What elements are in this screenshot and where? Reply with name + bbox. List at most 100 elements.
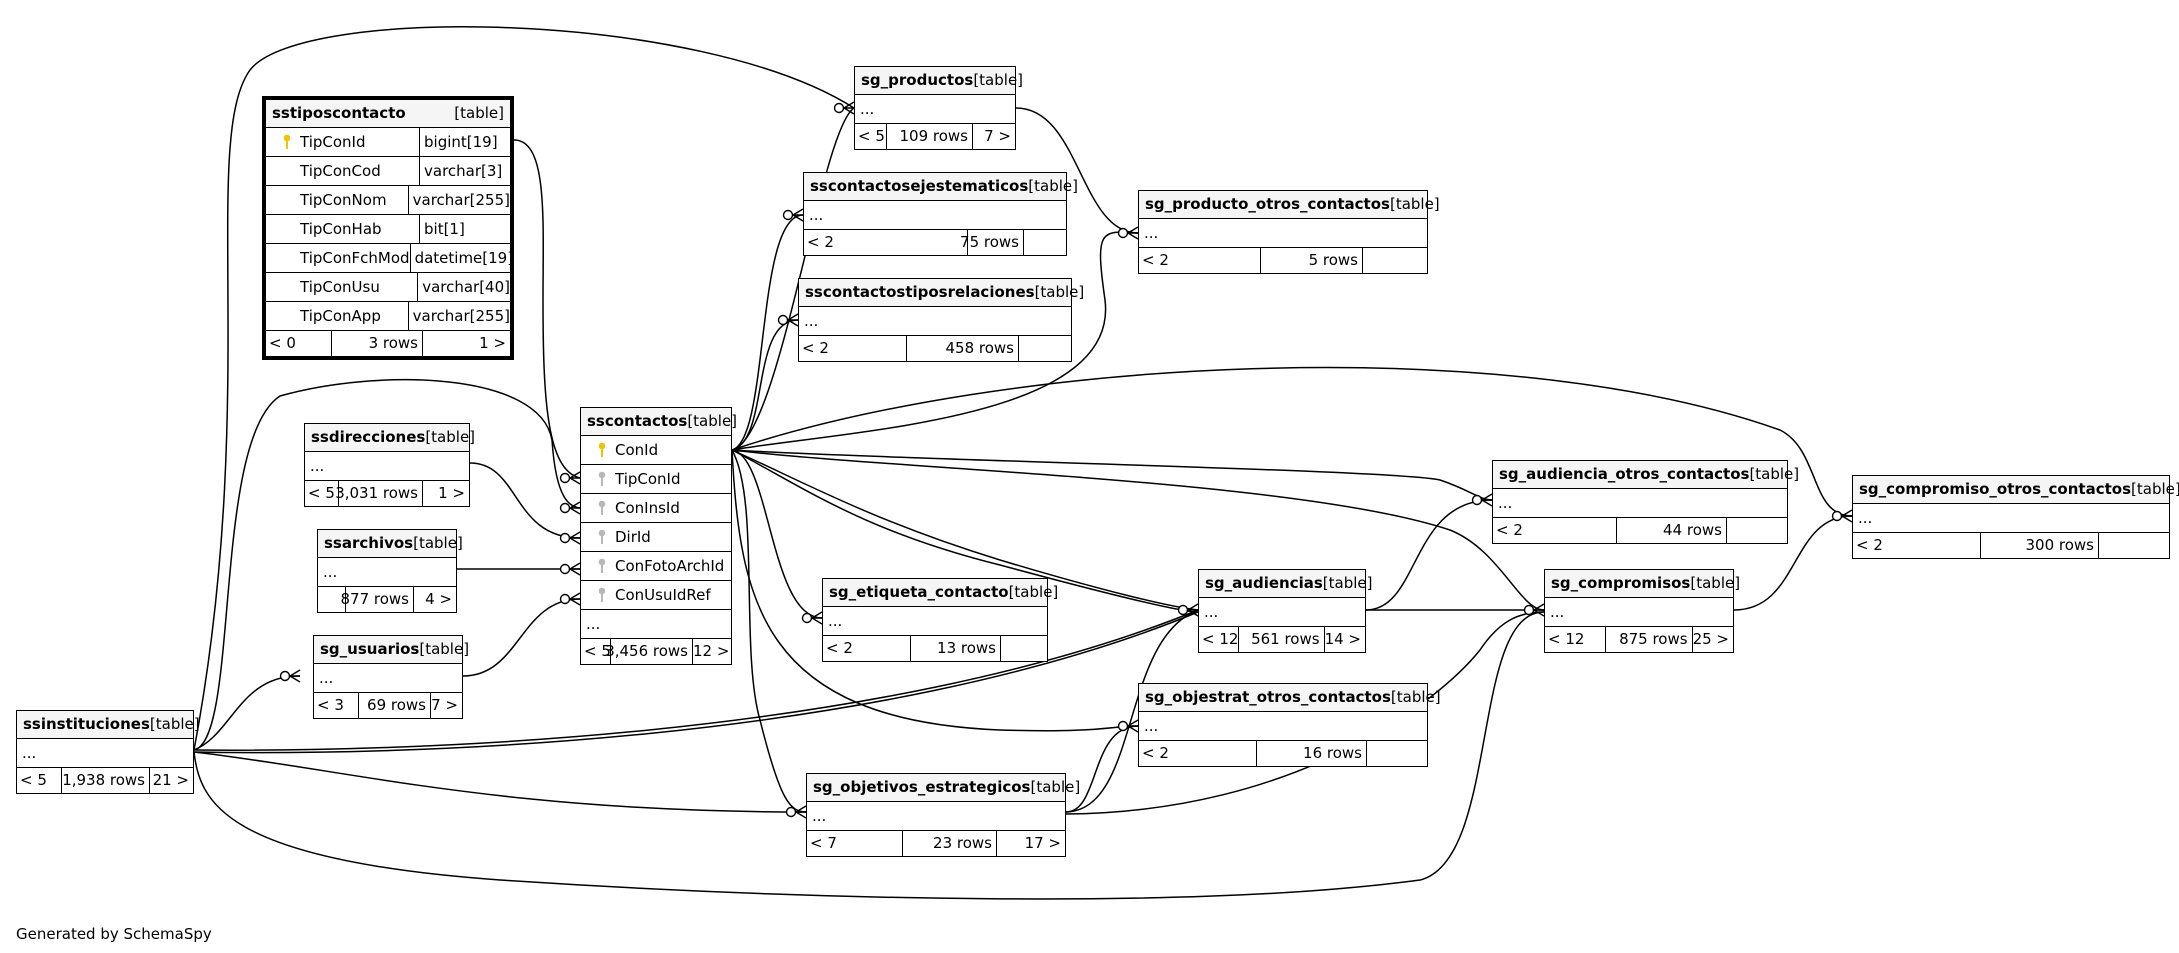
children-link[interactable]: 4 > <box>425 590 452 608</box>
crows-foot-marker <box>559 531 581 545</box>
relationship-line <box>731 449 1199 611</box>
row-count: 300 rows <box>1981 533 2099 558</box>
parents-link[interactable]: < 2 <box>804 230 968 255</box>
parents-link[interactable]: < 12 <box>1199 627 1239 652</box>
children-link[interactable]: 12 > <box>693 642 730 660</box>
children-link[interactable] <box>2099 533 2169 558</box>
crows-foot-marker <box>559 592 581 606</box>
crows-foot-marker <box>279 669 301 683</box>
column-type: varchar[40] <box>422 277 510 296</box>
row-count: 458 rows <box>907 336 1019 361</box>
table-type: [table] <box>454 104 504 122</box>
table-sg-audiencia-otros-contactos[interactable]: sg_audiencia_otros_contactos[table]...< … <box>1492 460 1799 544</box>
more-columns-text: ... <box>323 562 338 581</box>
children-link[interactable] <box>1727 518 1787 543</box>
table-sg-compromiso-otros-contactos[interactable]: sg_compromiso_otros_contactos[table]...<… <box>1852 475 2179 559</box>
table-sg-producto-otros-contactos[interactable]: sg_producto_otros_contactos[table]...< 2… <box>1138 190 1440 274</box>
column-type: bigint[19] <box>424 132 498 151</box>
table-name: sg_audiencia_otros_contactos <box>1499 465 1750 483</box>
children-link[interactable]: 7 > <box>984 127 1011 145</box>
children-link[interactable]: 14 > <box>1324 630 1361 648</box>
parents-link[interactable]: < 5 <box>581 639 611 664</box>
table-sg-objestrat-otros-contactos[interactable]: sg_objestrat_otros_contactos[table]...< … <box>1138 683 1441 767</box>
column-row[interactable]: TipConId <box>581 465 731 494</box>
more-columns-text: ... <box>310 456 325 475</box>
children-link[interactable]: 21 > <box>152 771 189 789</box>
crows-foot-marker <box>1471 493 1493 507</box>
column-name: TipConHab <box>300 219 382 238</box>
parents-link[interactable]: < 2 <box>799 336 907 361</box>
generator-credit: Generated by SchemaSpy <box>16 925 212 943</box>
children-link[interactable] <box>1001 636 1047 661</box>
parents-link[interactable]: < 2 <box>1139 741 1257 766</box>
children-link[interactable]: 17 > <box>1024 834 1061 852</box>
table-type: [table] <box>1322 574 1373 592</box>
children-link[interactable] <box>1363 248 1427 273</box>
parents-link[interactable]: < 2 <box>1493 518 1617 543</box>
parents-link[interactable]: < 5 <box>17 768 62 793</box>
crows-foot-marker <box>1177 603 1199 617</box>
parents-link[interactable]: < 2 <box>1853 533 1981 558</box>
crows-foot-marker <box>559 501 581 515</box>
parents-link[interactable]: < 5 <box>305 481 339 506</box>
children-link[interactable] <box>1019 336 1071 361</box>
column-row[interactable]: DirId <box>581 523 731 552</box>
children-link[interactable]: 1 > <box>438 484 465 502</box>
parents-link[interactable]: < 7 <box>807 831 903 856</box>
parents-link[interactable]: < 0 <box>266 331 332 356</box>
children-link[interactable]: 25 > <box>1692 630 1729 648</box>
table-name: sg_objestrat_otros_contactos <box>1145 688 1391 706</box>
children-link[interactable] <box>1367 741 1427 766</box>
children-link[interactable]: 1 > <box>479 334 506 352</box>
parents-link[interactable]: < 12 <box>1545 627 1606 652</box>
column-name: TipConApp <box>300 306 381 325</box>
column-row[interactable]: ConUsuIdRef <box>581 581 731 610</box>
more-columns: ... <box>314 664 462 693</box>
children-link[interactable] <box>1024 230 1066 255</box>
relationship-line <box>193 378 581 751</box>
column-name: ConId <box>615 440 659 459</box>
column-name-cell: ConFotoArchId <box>581 552 731 580</box>
column-row[interactable]: ConFotoArchId <box>581 552 731 581</box>
column-row[interactable]: ConId <box>581 436 731 465</box>
row-count: 75 rows <box>960 230 1024 255</box>
table-type: [table] <box>149 715 200 733</box>
more-columns: ... <box>804 201 1066 230</box>
relationship-line <box>1365 499 1493 611</box>
crows-foot-marker <box>559 471 581 485</box>
more-columns: ... <box>17 739 193 768</box>
parents-link[interactable]: < 3 <box>314 693 359 718</box>
parents-link[interactable]: < 2 <box>1139 248 1261 273</box>
column-row[interactable]: ConInsId <box>581 494 731 523</box>
children-link[interactable]: 7 > <box>431 696 458 714</box>
parents-link[interactable] <box>318 587 346 612</box>
more-columns: ... <box>581 610 731 639</box>
parents-link[interactable]: < 2 <box>823 636 911 661</box>
parents-link[interactable]: < 5 <box>855 124 887 149</box>
table-name: sg_compromiso_otros_contactos <box>1859 480 2132 498</box>
more-columns-text: ... <box>1144 716 1159 735</box>
